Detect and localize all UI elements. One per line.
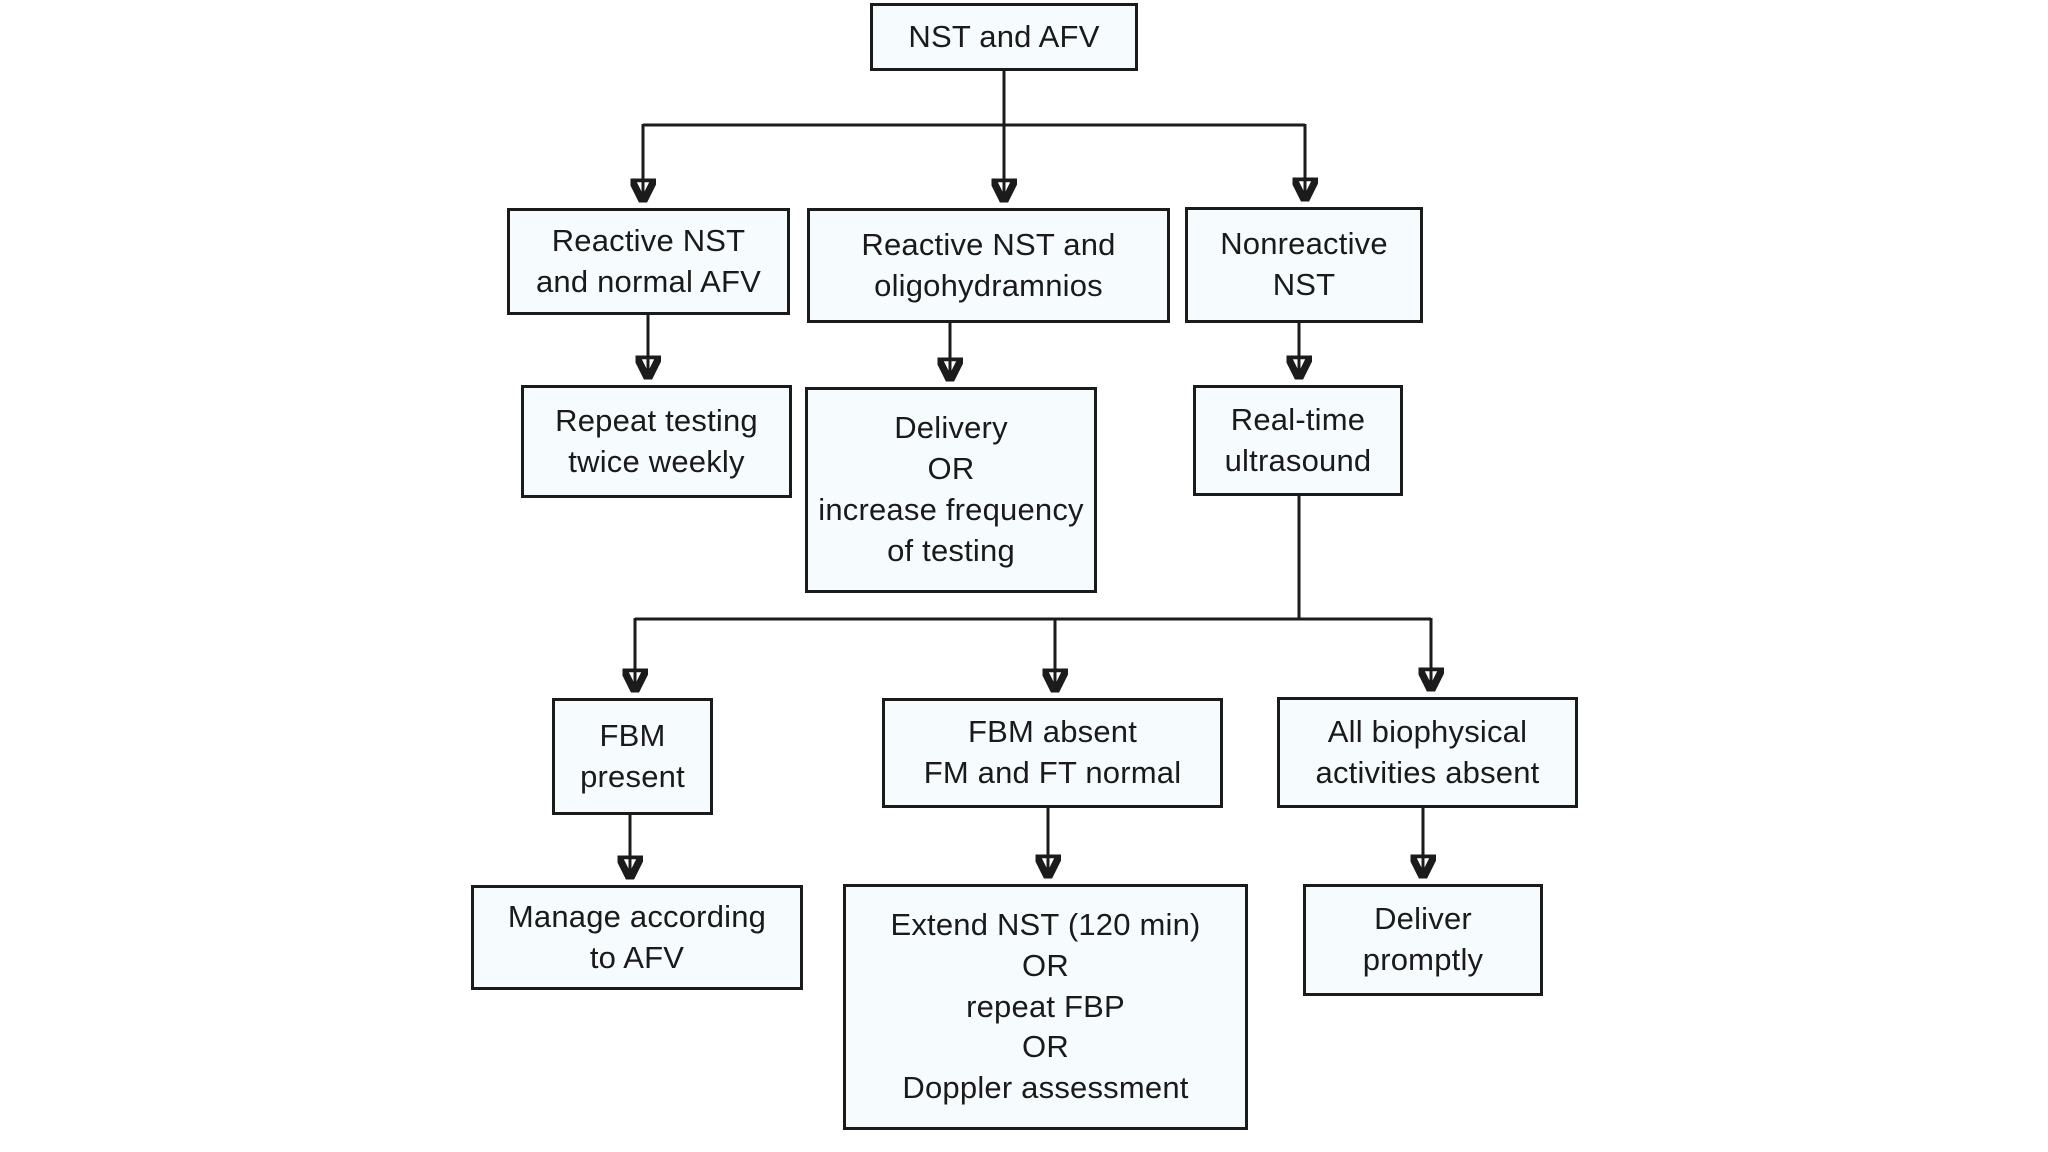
- node-fbm-absent-fm-ft-normal: FBM absent FM and FT normal: [882, 698, 1223, 808]
- node-fbm-present: FBM present: [552, 698, 713, 815]
- node-deliver-promptly: Deliver promptly: [1303, 884, 1543, 996]
- connector-tree-level-2: [635, 496, 1431, 689]
- node-nst-and-afv: NST and AFV: [870, 3, 1138, 71]
- node-reactive-nst-normal-afv: Reactive NST and normal AFV: [507, 208, 790, 315]
- node-delivery-or-increase-testing: Delivery OR increase frequency of testin…: [805, 387, 1097, 593]
- node-manage-according-to-afv: Manage according to AFV: [471, 885, 803, 990]
- node-nonreactive-nst: Nonreactive NST: [1185, 207, 1423, 323]
- node-repeat-testing-twice-weekly: Repeat testing twice weekly: [521, 385, 792, 498]
- connector-tree-level-1: [643, 71, 1305, 199]
- node-extend-nst-or-fbp-or-doppler: Extend NST (120 min) OR repeat FBP OR Do…: [843, 884, 1248, 1130]
- node-all-biophysical-absent: All biophysical activities absent: [1277, 697, 1578, 808]
- node-real-time-ultrasound: Real-time ultrasound: [1193, 385, 1403, 496]
- node-reactive-nst-oligohydramnios: Reactive NST and oligohydramnios: [807, 208, 1170, 323]
